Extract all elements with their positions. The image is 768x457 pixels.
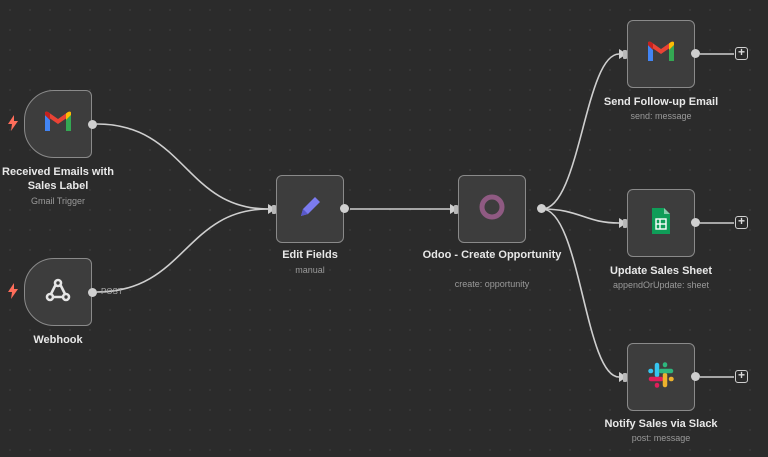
sheets-output-handle[interactable]: [691, 218, 700, 227]
gmail-trigger-node[interactable]: [24, 90, 92, 158]
edge-webhook-to-edit: [96, 208, 269, 293]
update-sheet-node[interactable]: [627, 189, 695, 257]
email-node-title: Send Follow-up Email: [603, 96, 719, 108]
edge-gmail-to-edit: [96, 123, 269, 210]
sheets-input-handle[interactable]: [623, 219, 627, 228]
slack-add-node-button[interactable]: +: [735, 369, 748, 383]
edge-odoo-to-slack: [541, 208, 620, 378]
edit-fields-node[interactable]: [276, 175, 344, 243]
odoo-node[interactable]: [458, 175, 526, 243]
odoo-node-subtitle: create: opportunity: [454, 279, 530, 289]
edit-node-subtitle: manual: [295, 265, 325, 275]
edit-node-title: Edit Fields: [282, 249, 338, 261]
webhook-bolt-icon: [7, 283, 19, 304]
email-add-node-button[interactable]: +: [735, 46, 748, 60]
odoo-node-title: Odoo - Create Opportunity: [422, 249, 562, 261]
gmail-node-title: Received Emails with Sales Label: [2, 166, 114, 192]
send-email-node[interactable]: [627, 20, 695, 88]
webhook-icon: [43, 275, 73, 310]
webhook-node[interactable]: [24, 258, 92, 326]
slack-node-title: Notify Sales via Slack: [604, 418, 718, 430]
webhook-node-title: Webhook: [33, 334, 83, 346]
google-sheets-icon: [650, 207, 672, 240]
webhook-output-handle[interactable]: [88, 288, 97, 297]
slack-node[interactable]: [627, 343, 695, 411]
email-output-handle[interactable]: [691, 49, 700, 58]
odoo-input-handle[interactable]: [454, 205, 458, 214]
edit-output-handle[interactable]: [340, 204, 349, 213]
gmail-node-subtitle: Gmail Trigger: [30, 196, 85, 206]
sheets-add-node-button[interactable]: +: [735, 215, 748, 229]
sheets-node-subtitle: appendOrUpdate: sheet: [612, 280, 710, 290]
pencil-icon: [296, 193, 324, 226]
gmail-icon: [646, 41, 676, 68]
gmail-output-handle[interactable]: [88, 120, 97, 129]
email-input-handle[interactable]: [623, 50, 627, 59]
trigger-bolt-icon: [7, 115, 19, 136]
odoo-icon: [478, 193, 506, 226]
gmail-icon: [43, 111, 73, 138]
slack-input-handle[interactable]: [623, 373, 627, 382]
edit-input-handle[interactable]: [272, 205, 276, 214]
edge-odoo-to-email: [541, 53, 620, 210]
edge-odoo-to-sheets: [541, 208, 620, 224]
webhook-output-label: POST: [101, 287, 123, 296]
email-node-subtitle: send: message: [630, 111, 692, 121]
sheets-node-title: Update Sales Sheet: [609, 265, 713, 277]
odoo-output-handle[interactable]: [537, 204, 546, 213]
slack-icon: [647, 361, 675, 394]
slack-node-subtitle: post: message: [631, 433, 691, 443]
slack-output-handle[interactable]: [691, 372, 700, 381]
